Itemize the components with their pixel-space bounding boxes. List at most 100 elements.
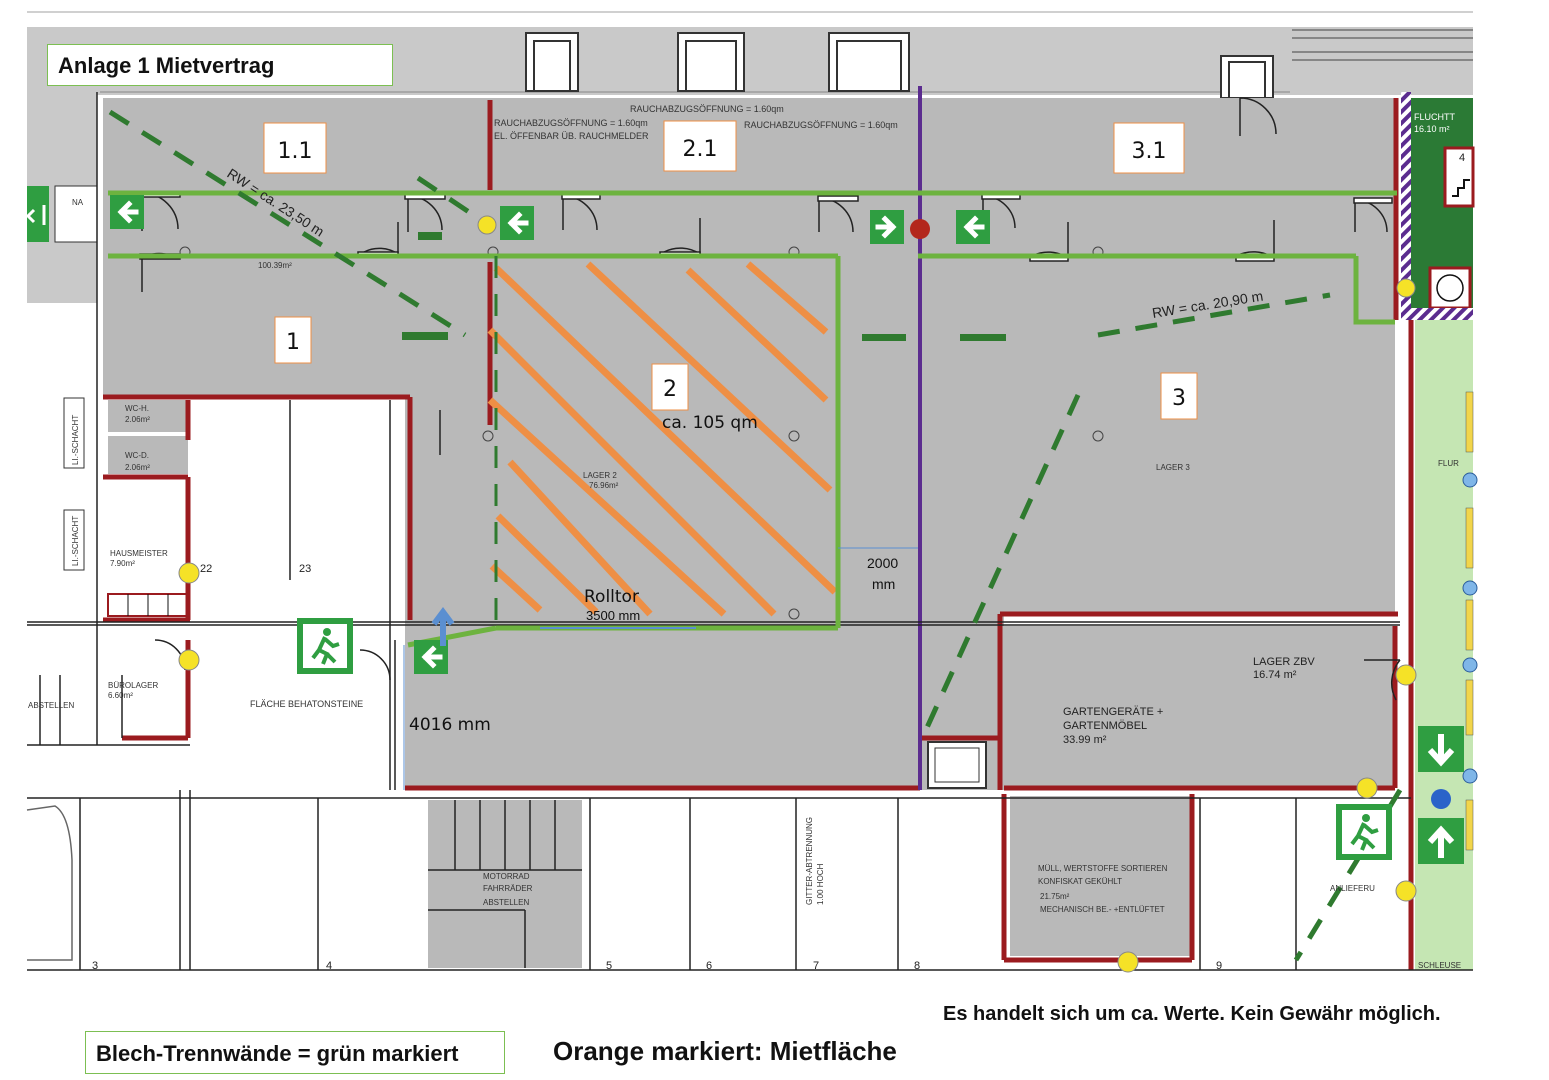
parking-numbers: 3 4 5 6 7 8 9 xyxy=(92,960,1222,972)
partition-dashed xyxy=(108,109,1403,962)
exit-arrow-down-icon xyxy=(1418,726,1464,772)
rolltor-arrow-icon xyxy=(431,607,455,646)
width-2000: 2000 xyxy=(867,555,898,571)
svg-text:6: 6 xyxy=(706,960,712,972)
flur-label: FLUR xyxy=(1438,459,1459,468)
wc-h-room xyxy=(108,400,188,432)
exit-arrow-up-icon xyxy=(1418,818,1464,864)
svg-text:7: 7 xyxy=(813,960,819,972)
wc-d-area: 2.06m² xyxy=(125,463,150,472)
svg-text:5: 5 xyxy=(606,960,612,972)
rolltor-width: 3500 mm xyxy=(586,608,640,623)
buerolager-label: BÜROLAGER xyxy=(108,681,158,690)
warehouse-floor-lower xyxy=(405,396,1395,614)
document-title: Anlage 1 Mietvertrag xyxy=(47,44,393,86)
blue-marker xyxy=(1431,789,1451,809)
lager2-label: LAGER 2 xyxy=(583,471,617,480)
rental-area-hatch xyxy=(487,261,838,617)
lager-zbv-label: LAGER ZBV xyxy=(1253,656,1315,668)
wc-d-label: WC-D. xyxy=(125,451,149,460)
disclaimer-note: Es handelt sich um ca. Werte. Kein Gewäh… xyxy=(943,1003,1441,1025)
front-strip xyxy=(405,614,920,790)
window-bays xyxy=(525,32,1274,99)
motorrad-lines xyxy=(428,800,582,968)
unit-label-3: 3 xyxy=(1172,386,1186,411)
shaft-label-2: LI.-SCHACHT xyxy=(71,516,80,566)
muell-room xyxy=(1010,796,1192,956)
flur-doors xyxy=(1465,391,1474,851)
rolltor-label: Rolltor xyxy=(584,587,639,607)
yellow-lights xyxy=(178,215,1417,973)
muell-area: 21.75m² xyxy=(1040,892,1070,901)
gitter-label-1: GITTER-ABTRENNUNG xyxy=(805,817,814,905)
car-outline xyxy=(26,805,73,961)
lager3-label: LAGER 3 xyxy=(1156,463,1190,472)
muell-label-2: KONFISKAT GEKÜHLT xyxy=(1038,877,1122,886)
unit-label-3-1: 3.1 xyxy=(1132,139,1167,164)
room-number-23: 23 xyxy=(299,563,311,575)
schleuse-label: SCHLEUSE xyxy=(1418,961,1461,970)
lager-zbv-room xyxy=(1004,626,1395,786)
smoke-vent-note: EL. ÖFFENBAR ÜB. RAUCHMELDER xyxy=(494,131,649,141)
exit-sign-left-3 xyxy=(956,210,990,244)
running-man-exit-sign xyxy=(295,616,355,676)
exit-sign-left-edge-icon xyxy=(25,205,46,225)
rental-area-size: ca. 105 qm xyxy=(662,413,758,433)
area-1: 100.39m² xyxy=(258,261,292,270)
lager2-area: 76.96m² xyxy=(589,481,619,490)
gitter-label-2: 1.00 HOCH xyxy=(816,863,825,905)
flur-lights xyxy=(1462,472,1478,784)
svg-text:3: 3 xyxy=(92,960,98,972)
unit-label-1-1: 1.1 xyxy=(278,139,313,164)
anlieferung-label: ANLIEFERU xyxy=(1330,884,1375,893)
smoke-vent-2: RAUCHABZUGSÖFFNUNG = 1.60qm xyxy=(494,118,648,128)
smoke-vent-1: RAUCHABZUGSÖFFNUNG = 1.60qm xyxy=(630,104,784,114)
motorrad-label-3: ABSTELLEN xyxy=(483,898,529,907)
running-man-exit-sign-2 xyxy=(1334,802,1394,862)
wc-d-room xyxy=(108,436,188,474)
unit-label-2: 2 xyxy=(663,377,677,402)
stairwell-area: 16.10 m² xyxy=(1414,124,1450,134)
wc-h-area: 2.06m² xyxy=(125,415,150,424)
garten-label-1: GARTENGERÄTE + xyxy=(1063,706,1163,718)
room-number-22: 22 xyxy=(200,563,212,575)
legend-green-partitions: Blech-Trennwände = grün markiert xyxy=(85,1031,505,1074)
garten-label-2: GARTENMÖBEL xyxy=(1063,720,1147,732)
partition-marks xyxy=(402,232,1006,341)
svg-text:9: 9 xyxy=(1216,960,1222,972)
motorrad-label-2: FAHRRÄDER xyxy=(483,884,533,893)
unit-label-2-1: 2.1 xyxy=(683,137,718,162)
shaft-label-1: LI.-SCHACHT xyxy=(71,415,80,465)
hausmeister-area: 7.90m² xyxy=(110,559,135,568)
top-right-railing xyxy=(1292,29,1473,61)
stair-number: 4 xyxy=(1459,152,1465,164)
unit-label-boxes xyxy=(263,120,1198,420)
behaton-label: FLÄCHE BEHATONSTEINE xyxy=(250,699,363,709)
stairwell-label: FLUCHTT xyxy=(1414,112,1455,122)
svg-text:8: 8 xyxy=(914,960,920,972)
legend-orange-rental-area: Orange markiert: Mietfläche xyxy=(553,1036,897,1066)
elevator-icon xyxy=(1428,266,1472,310)
muell-label-3: MECHANISCH BE.- +ENTLÜFTET xyxy=(1040,905,1165,914)
flur-corridor xyxy=(1415,320,1473,970)
muell-label-1: MÜLL, WERTSTOFFE SORTIEREN xyxy=(1038,864,1168,873)
walls-red xyxy=(103,98,1414,970)
garten-area: 33.99 m² xyxy=(1063,734,1107,746)
exit-sign-left-2 xyxy=(500,206,534,240)
smoke-vent-3: RAUCHABZUGSÖFFNUNG = 1.60qm xyxy=(744,120,898,130)
lager-zbv-area: 16.74 m² xyxy=(1253,669,1297,681)
unit-label-1: 1 xyxy=(286,330,300,355)
depth-4016: 4016 mm xyxy=(409,715,491,735)
na-label: NA xyxy=(72,198,84,207)
buerolager-area: 6.60m² xyxy=(108,691,133,700)
svg-text:4: 4 xyxy=(326,960,332,972)
abstellen-label: ABSTELLEN xyxy=(28,701,74,710)
wc-h-label: WC-H. xyxy=(125,404,149,413)
motorrad-label-1: MOTORRAD xyxy=(483,872,530,881)
width-mm: mm xyxy=(872,576,895,592)
red-marker xyxy=(910,219,930,239)
exit-sign-right xyxy=(870,210,904,244)
exit-sign-left-1 xyxy=(110,195,144,229)
building-lines xyxy=(27,92,1473,971)
